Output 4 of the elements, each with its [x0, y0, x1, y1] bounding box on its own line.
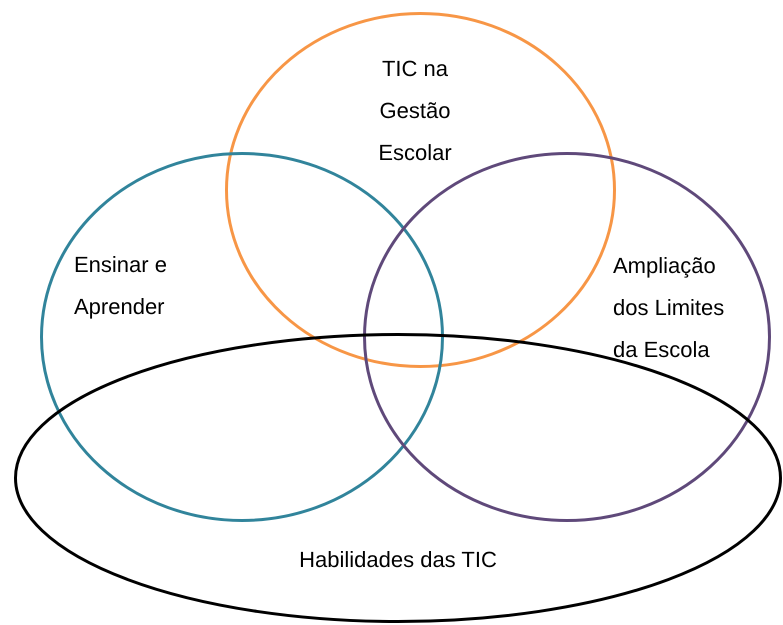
ellipse-label: Habilidades das TIC: [298, 546, 498, 574]
ellipse-label: Ensinar e Aprender: [74, 251, 168, 321]
ellipse-label: TIC na Gestão Escolar: [377, 55, 453, 167]
ellipse-label: Ampliação dos Limites da Escola: [613, 252, 726, 364]
